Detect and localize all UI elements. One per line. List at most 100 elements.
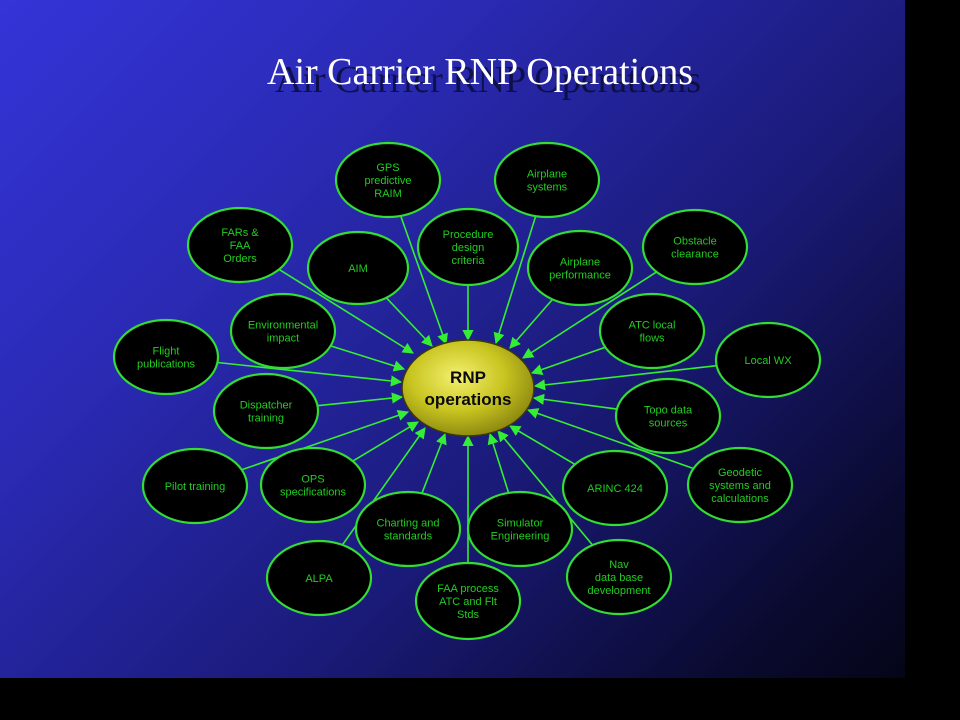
arrow-charting-and-standards: [421, 432, 447, 494]
node-label: FAA: [230, 240, 251, 252]
node-label: criteria: [451, 255, 485, 267]
node-ellipse: [565, 538, 673, 616]
node-label: Engineering: [491, 531, 550, 543]
node-label: ARINC 424: [587, 483, 643, 495]
arrow-arinc-424: [509, 425, 576, 466]
node-label: performance: [549, 270, 611, 282]
node-label: specifications: [280, 487, 347, 499]
node-label: development: [588, 585, 651, 597]
node-label: ATC local: [629, 320, 676, 332]
node-ellipse: [614, 377, 722, 455]
node-ellipse: [212, 372, 320, 450]
arrow-layer: [217, 215, 717, 563]
node-label: data base: [595, 572, 643, 584]
node-label: Stds: [457, 609, 480, 621]
node-ellipse: [141, 447, 249, 525]
arrow-simulator-engineering: [487, 432, 510, 494]
node-ellipse: [334, 141, 442, 219]
node-ellipse: [229, 292, 337, 370]
hub-rnp-operations: RNP operations: [401, 339, 535, 437]
node-label: predictive: [364, 175, 411, 187]
arrow-environmental-impact: [330, 345, 406, 372]
node-label: Local WX: [744, 355, 792, 367]
node-alpa: ALPA: [265, 539, 373, 617]
arrow-airplane-systems: [493, 215, 537, 345]
arrow-nav-data-base-development: [497, 430, 594, 546]
node-label: Orders: [223, 253, 257, 265]
node-aim: AIM: [306, 230, 410, 306]
node-ellipse: [186, 206, 294, 284]
node-label: Simulator: [497, 518, 544, 530]
node-ellipse: [598, 292, 706, 370]
node-label: systems and: [709, 480, 771, 492]
arrow-gps-predictive-raim: [399, 215, 448, 346]
node-label: Charting and: [377, 518, 440, 530]
node-ellipse: [561, 449, 669, 527]
arrow-geodetic-systems: [526, 408, 694, 470]
node-ellipse: [686, 446, 794, 524]
node-ellipse: [414, 561, 522, 641]
node-label: clearance: [671, 249, 719, 261]
node-label: Geodetic: [718, 467, 763, 479]
arrow-airplane-performance: [509, 298, 554, 349]
node-label: AIM: [348, 263, 368, 275]
node-local-wx: Local WX: [714, 321, 822, 399]
arrow-obstacle-clearance: [522, 271, 657, 359]
node-ellipse: [714, 321, 822, 399]
node-label: Flight: [153, 346, 180, 358]
arrow-topo-data-sources: [532, 393, 618, 410]
node-label: publications: [137, 359, 196, 371]
hub-ellipse: [401, 339, 535, 437]
node-ellipse: [641, 208, 749, 286]
node-arinc-424: ARINC 424: [561, 449, 669, 527]
node-ellipse: [416, 207, 520, 287]
node-label: FARs &: [221, 227, 259, 239]
node-ellipse: [306, 230, 410, 306]
arrow-local-wx: [533, 364, 717, 391]
hub-label: RNP: [450, 368, 486, 387]
slide-title-shadow: Air Carrier RNP Operations: [275, 59, 701, 101]
node-label: ALPA: [305, 573, 333, 585]
node-ellipse: [526, 229, 634, 307]
node-label: Pilot training: [165, 481, 226, 493]
node-label: design: [452, 242, 484, 254]
node-label: sources: [649, 418, 688, 430]
node-ellipse: [112, 318, 220, 396]
node-ellipse: [265, 539, 373, 617]
node-label: Obstacle: [673, 236, 716, 248]
arrow-pilot-training: [241, 410, 410, 471]
arrow-ops-specifications: [352, 421, 419, 462]
node-label: flows: [639, 333, 665, 345]
node-label: training: [248, 413, 284, 425]
arrow-dispatcher-training: [317, 392, 404, 407]
node-label: FAA process: [437, 583, 499, 595]
hub-label: operations: [425, 390, 512, 409]
node-label: GPS: [376, 162, 399, 174]
node-label: Airplane: [527, 169, 567, 181]
arrow-flight-publications: [217, 361, 403, 387]
node-label: standards: [384, 531, 433, 543]
node-ellipse: [354, 490, 462, 568]
node-label: Topo data: [644, 405, 693, 417]
hub-layer: RNP operations: [401, 339, 535, 437]
slide-title: Air Carrier RNP Operations: [267, 51, 693, 93]
arrow-aim: [385, 297, 433, 347]
node-label: Procedure: [443, 229, 494, 241]
node-label: RAIM: [374, 188, 402, 200]
arrow-atc-local-flows: [530, 346, 606, 375]
